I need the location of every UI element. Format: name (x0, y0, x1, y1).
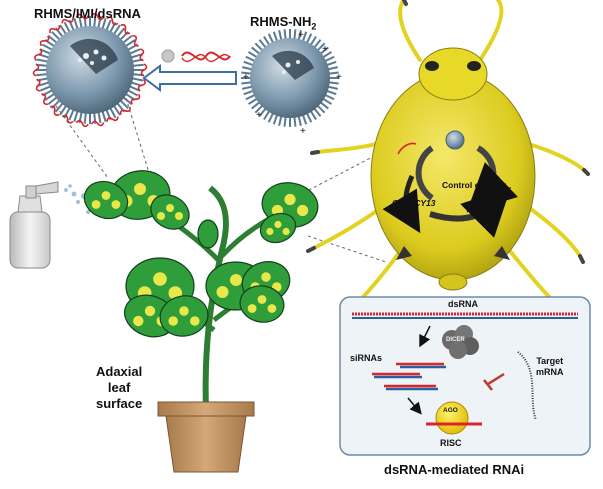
dsrna-strand (91, 12, 105, 21)
dsrna-strand (106, 16, 119, 26)
svg-text:+: + (322, 44, 328, 55)
rhms-nh2-label: RHMS-NH2 (250, 14, 316, 32)
leaf-surface-label: Adaxial leaf surface (96, 364, 142, 412)
dsrna-strand (106, 116, 119, 122)
leaf (197, 219, 219, 249)
dsrna-strand (61, 114, 74, 124)
imi-and-dsrna-cargo (161, 49, 231, 63)
leaf-spot (257, 295, 267, 304)
control-efficacy-label: Control efficacy (442, 180, 507, 190)
leaf-spot (247, 304, 257, 313)
dsrna-strand (91, 120, 105, 127)
svg-text:+: + (300, 126, 306, 137)
target-line-1: Target (536, 356, 564, 366)
leaf-spot (153, 272, 167, 286)
target-mrna-label: Target mRNA (536, 356, 564, 378)
flower-pot (157, 401, 255, 473)
dsrna-strand (49, 25, 61, 34)
leaf-spot (111, 200, 121, 209)
leaf-spot (274, 220, 282, 229)
leaf-spot (297, 204, 309, 217)
leaf-spot (157, 212, 165, 220)
leaf-spot (267, 304, 277, 313)
dsrna-strand (39, 35, 50, 47)
dsrna-strand (32, 63, 40, 77)
dicer-label: DICER (446, 337, 465, 343)
leaf (159, 295, 209, 337)
target-line-2: mRNA (536, 367, 564, 377)
dicer-enzyme (442, 325, 479, 359)
dsrna-strand (49, 105, 60, 116)
svg-text:+: + (298, 30, 304, 41)
leaf (239, 285, 285, 323)
rhms-loaded-label: RHMS/IMI/dsRNA (34, 6, 141, 21)
leaf-spot (175, 212, 183, 220)
svg-text:+: + (336, 72, 342, 83)
dsrna-strand (140, 63, 148, 77)
rhms-nh2-particle: + + + + + + (241, 29, 342, 137)
spray-bottle (9, 181, 107, 269)
leaf (83, 180, 129, 220)
leaf-spot (166, 204, 174, 212)
dsrna-strand (75, 13, 89, 20)
dsrna-strand (41, 93, 48, 106)
leaf-spot (284, 193, 296, 206)
rnai-title: dsRNA-mediated RNAi (384, 462, 525, 477)
leaf-surface-line-2: leaf (107, 380, 131, 395)
leaf-spot (230, 274, 242, 286)
dsrna-strand (34, 48, 43, 62)
svg-text:+: + (256, 110, 262, 121)
dsrna-strand (35, 78, 41, 92)
rhms-nh2-subscript: 2 (311, 21, 317, 32)
leaf-surface-line-1: Adaxial (96, 364, 143, 379)
dsrna-label: dsRNA (448, 299, 479, 309)
dsrna-strand (75, 119, 89, 128)
plant (83, 170, 319, 411)
leaf-spot (144, 305, 156, 317)
gene-label: CYP6CY13 (392, 198, 436, 208)
leaf-spot (133, 315, 144, 327)
rhms-nh2-text: RHMS-NH (250, 14, 312, 29)
dsrna-strand (132, 34, 139, 47)
leaf-spot (101, 191, 111, 200)
leaf-spot (261, 272, 271, 282)
leaf-spot (282, 227, 290, 236)
leaf-spot (179, 306, 189, 316)
aphid (306, 0, 590, 320)
loading-arrow (142, 64, 237, 92)
rnai-panel (339, 296, 591, 456)
dsrna-strand (120, 24, 131, 35)
leaf-spot (168, 316, 178, 326)
leaf-spot (190, 316, 200, 326)
ago-label: AGO (443, 407, 458, 414)
leaf-surface-line-3: surface (96, 396, 143, 411)
leaf-spot (266, 227, 274, 236)
dsrna-strand (139, 48, 145, 62)
leaf-spot (216, 286, 229, 298)
dsrna-strand (137, 78, 146, 92)
sirnas-label: siRNAs (350, 353, 383, 363)
leaf-spot (91, 200, 101, 209)
dsrna-strand (130, 93, 141, 105)
dsrna-strand (61, 18, 74, 24)
risc-label: RISC (440, 438, 462, 448)
svg-text:+: + (243, 72, 249, 83)
leaf-spot (134, 183, 146, 195)
